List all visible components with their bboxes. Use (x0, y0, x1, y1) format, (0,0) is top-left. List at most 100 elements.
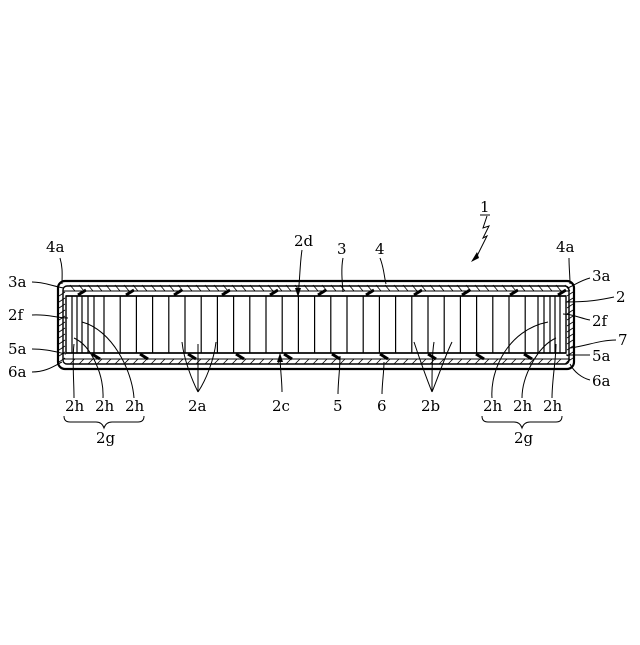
hatch-line (205, 359, 210, 364)
hatch-line (187, 359, 192, 364)
insulation-dash (428, 354, 436, 359)
hatch-line (313, 359, 318, 364)
label-2b: 2b (421, 397, 440, 415)
label-2h-left-1: 2h (65, 397, 85, 415)
hatch-line (567, 322, 573, 326)
leader-5 (338, 356, 340, 394)
hatch-line (59, 328, 65, 332)
label-7: 7 (618, 331, 628, 349)
label-4a-right: 4a (556, 238, 575, 256)
leader-6 (382, 362, 384, 394)
label-6: 6 (377, 397, 387, 415)
hatch-line (115, 359, 120, 364)
label-5: 5 (333, 397, 343, 415)
hatch-line (79, 359, 84, 364)
label-5a-right: 5a (592, 347, 611, 365)
leader-2f-right (563, 314, 590, 320)
leader-1 (477, 216, 489, 256)
hatch-line (322, 359, 327, 364)
insulation-dash (140, 354, 148, 359)
hatch-line (538, 359, 543, 364)
label-4: 4 (375, 240, 385, 258)
hatch-line (59, 322, 65, 326)
label-2h-left-2: 2h (95, 397, 115, 415)
hatch-line (367, 359, 372, 364)
hatch-line (59, 298, 65, 302)
hatch-line (59, 304, 65, 308)
hatch-line (466, 359, 471, 364)
outer-sheet-outline (58, 281, 574, 369)
leader-2h-right-1 (492, 322, 548, 398)
label-2h-right-3: 2h (543, 397, 563, 415)
hatch-line (349, 359, 354, 364)
leader-2c-arrow (277, 353, 283, 362)
leader-4a-right (569, 258, 570, 284)
hatch-line (556, 359, 561, 364)
hatch-line (547, 359, 552, 364)
insulation-dash (284, 354, 292, 359)
hatch-line (403, 359, 408, 364)
hatch-line (567, 298, 573, 302)
label-3: 3 (337, 240, 347, 258)
label-2g-left: 2g (96, 429, 116, 447)
insulation-dash (380, 354, 388, 359)
leader-2h-left-1 (73, 344, 74, 398)
hatch-line (59, 310, 65, 314)
label-2: 2 (616, 288, 626, 306)
hatch-line (331, 359, 336, 364)
label-2h-right-2: 2h (513, 397, 533, 415)
label-2f-left: 2f (8, 306, 25, 324)
hatch-line (567, 316, 573, 320)
leader-4a-left (60, 258, 62, 284)
hatch-line (394, 359, 399, 364)
hatch-line (59, 334, 65, 338)
hatch-line (106, 359, 111, 364)
leader-2b-3 (432, 342, 452, 392)
hatch-line (567, 328, 573, 332)
hatch-line (259, 359, 264, 364)
label-2d: 2d (294, 232, 314, 250)
hatch-line (59, 292, 65, 296)
label-2c: 2c (272, 397, 290, 415)
hatch-line (493, 359, 498, 364)
hatch-line (340, 359, 345, 364)
hatch-line (412, 359, 417, 364)
wick-plates-2a (72, 296, 560, 353)
hatch-line (250, 359, 255, 364)
hatch-line (484, 359, 489, 364)
hatch-line (214, 359, 219, 364)
insulation-dash (524, 354, 532, 359)
outer-sheet-4 (58, 281, 574, 369)
leader-2b-1 (414, 342, 432, 392)
label-6a-left: 6a (8, 363, 27, 381)
hatch-line (304, 359, 309, 364)
label-4a-left: 4a (46, 238, 65, 256)
hatch-line (268, 359, 273, 364)
insulation-dashes-bottom (92, 354, 532, 359)
hatch-line (286, 359, 291, 364)
container-2-frame (66, 296, 566, 353)
hatch-line (567, 292, 573, 296)
label-2h-left-3: 2h (125, 397, 145, 415)
hatch-line (567, 310, 573, 314)
hatch-line (295, 359, 300, 364)
hatch-line (59, 346, 65, 350)
hatch-line (151, 359, 156, 364)
label-2h-right-1: 2h (483, 397, 503, 415)
hatch-line (475, 359, 480, 364)
hatching-bottom-layer (70, 359, 570, 364)
label-6a-right: 6a (592, 372, 611, 390)
leader-5a-left (32, 349, 66, 354)
insulation-dash (188, 354, 196, 359)
leader-2h-right-3 (552, 344, 556, 398)
hatch-line (502, 359, 507, 364)
hatch-line (376, 359, 381, 364)
label-5a-left: 5a (8, 340, 27, 358)
hatch-line (169, 359, 174, 364)
reference-labels: 1 4a 4a 2d 3 4 3a 3a 2 2f 2f 7 5a 5a 6a … (8, 198, 628, 447)
insulation-dash (236, 354, 244, 359)
hatch-line (160, 359, 165, 364)
hatch-line (567, 340, 573, 344)
hatch-line (567, 334, 573, 338)
